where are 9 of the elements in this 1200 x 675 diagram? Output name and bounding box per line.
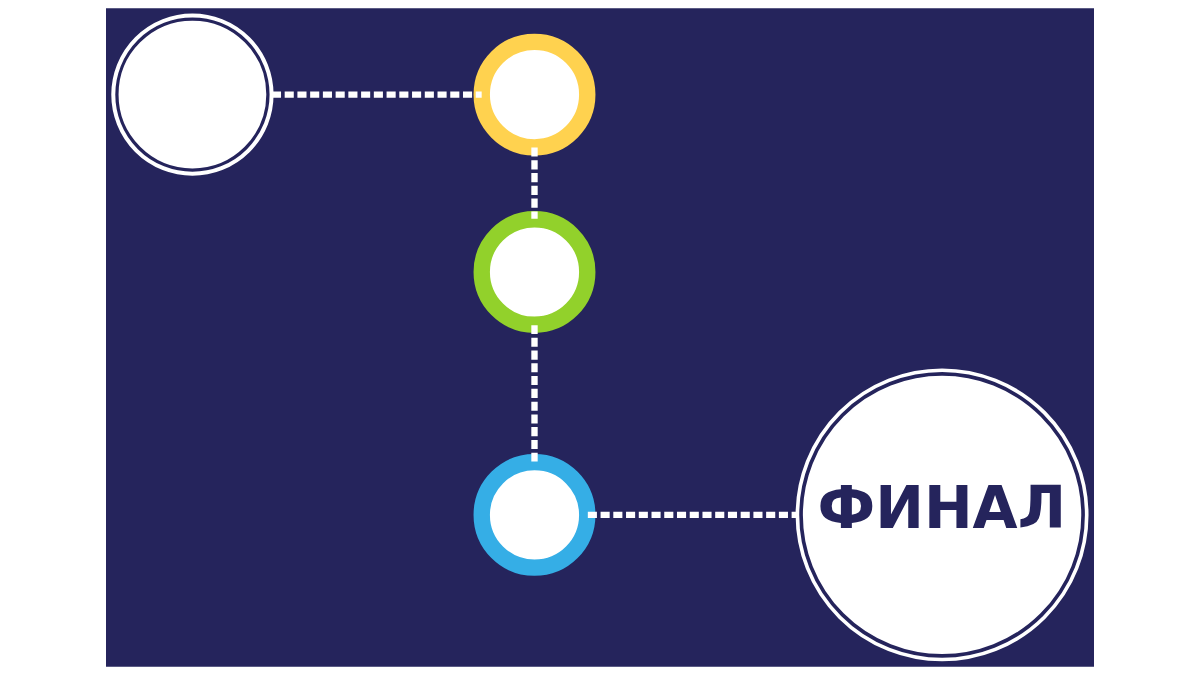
node-circle	[111, 13, 274, 176]
node-circle: ФИНАЛ	[795, 368, 1089, 662]
connector	[271, 91, 482, 98]
connector	[531, 147, 538, 219]
connector	[587, 511, 797, 519]
node-circle	[473, 33, 596, 156]
node-circle	[473, 453, 596, 576]
node-circle	[473, 211, 596, 333]
connector	[531, 325, 538, 462]
